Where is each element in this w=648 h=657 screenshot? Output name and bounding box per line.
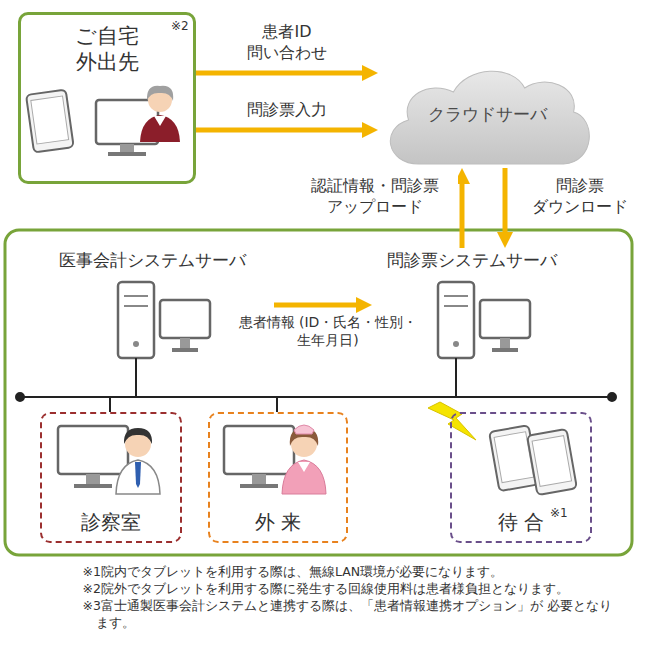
edge-label: 認証情報・問診票 アップロード xyxy=(292,176,458,218)
lan-bus xyxy=(16,358,616,412)
notes-block: ※1院内でタブレットを利用する際は、無線LAN環境が必要になります。※2院外でタ… xyxy=(70,564,620,632)
location-box: ご自宅 外出先 ※2 xyxy=(18,12,196,184)
edge-label: 患者情報 (ID・氏名・性別・生年月日) xyxy=(228,313,428,349)
cloud-shape: クラウドサーバ xyxy=(378,60,596,168)
room-box: 外 来 xyxy=(208,412,348,543)
node-label: 医事会計システムサーバ xyxy=(30,250,274,271)
footnote: ※3富士通製医事会計システムと連携する際は、「患者情報連携オプション」が 必要と… xyxy=(70,598,620,632)
node-label: クラウドサーバ xyxy=(378,104,596,125)
note-mark: ※2 xyxy=(171,19,189,34)
node-label: 外 来 xyxy=(210,510,346,535)
data-flow-arrow xyxy=(503,168,508,232)
doctor-icon xyxy=(116,428,160,494)
hospital-frame xyxy=(5,230,632,555)
room-box: 待 合※1 xyxy=(450,412,592,543)
tablet-icon xyxy=(527,429,577,495)
edge-label: 問診票 ダウンロード xyxy=(514,176,646,218)
node-label: 問診票システムサーバ xyxy=(372,250,572,271)
edge-label: 問診票入力 xyxy=(224,100,350,121)
data-flow-arrow xyxy=(460,184,465,248)
data-flow-arrow xyxy=(274,303,356,308)
note-mark: ※1 xyxy=(550,506,568,521)
footnote: ※1院内でタブレットを利用する際は、無線LAN環境が必要になります。 xyxy=(70,564,620,581)
nurse-icon xyxy=(282,425,326,494)
tablet-icon xyxy=(26,90,74,153)
node-label: ご自宅 外出先 xyxy=(67,23,147,76)
pc-icon xyxy=(224,426,294,488)
server-icon xyxy=(438,282,530,358)
node-label: 診察室 xyxy=(42,510,180,535)
edge-label: 患者ID 問い合わせ xyxy=(224,22,350,64)
footnote: ※2院外でタブレットを利用する際に発生する回線使用料は患者様負担となります。 xyxy=(70,581,620,598)
room-box: 診察室 xyxy=(40,412,182,543)
data-flow-arrow xyxy=(196,128,362,133)
wireless-symbol xyxy=(428,402,476,440)
server-icon xyxy=(118,282,210,358)
data-flow-arrow xyxy=(196,71,362,76)
person-icon xyxy=(140,86,180,142)
node-label: 待 合 xyxy=(452,510,590,535)
